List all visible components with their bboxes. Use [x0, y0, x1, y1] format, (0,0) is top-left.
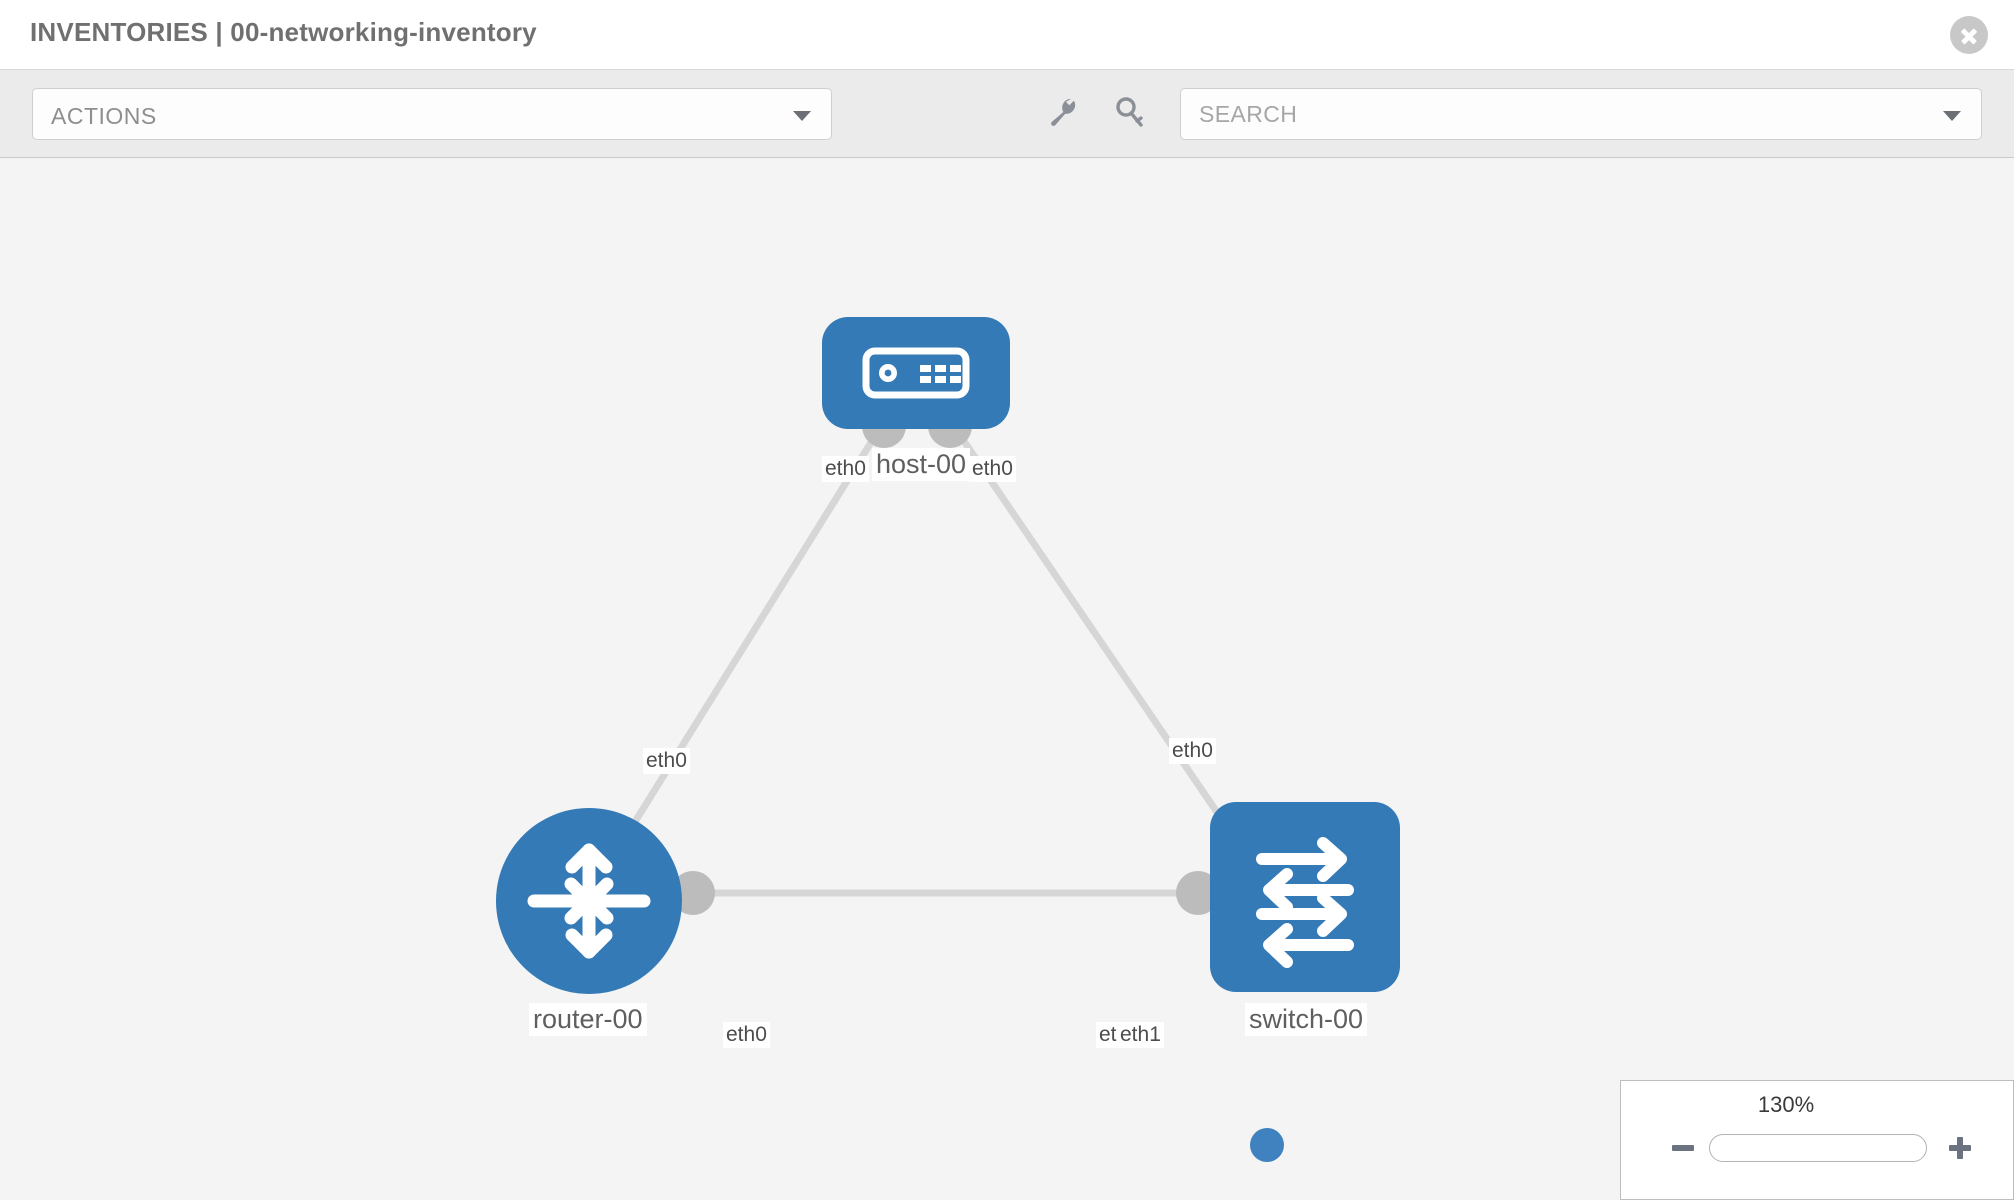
- zoom-slider-thumb[interactable]: [1250, 1128, 1284, 1162]
- node-label-switch: switch-00: [1245, 1003, 1368, 1036]
- endpoint-switch-eth1: [1176, 871, 1220, 915]
- link-host-router: [597, 426, 883, 880]
- wrench-icon[interactable]: [1044, 94, 1084, 134]
- page-title: INVENTORIES | 00-networking-inventory: [30, 17, 537, 47]
- zoom-level-label: 130%: [1757, 1092, 1815, 1117]
- edge-label-switch-eth0-up: eth0: [1169, 738, 1216, 764]
- zoom-slider[interactable]: [1709, 1134, 1927, 1162]
- page-header: INVENTORIES | 00-networking-inventory: [0, 0, 2014, 70]
- zoom-control-panel: 130%: [1620, 1080, 2014, 1200]
- topology-canvas[interactable]: host-00 router-00 switch-00 eth0 eth0 et…: [0, 158, 2014, 1200]
- server-appliance-icon: [862, 347, 970, 399]
- edge-label-switch-eth1: eth1: [1117, 1022, 1164, 1048]
- link-host-switch: [952, 426, 1258, 870]
- router-four-arrows-icon: [527, 843, 651, 959]
- node-router-00[interactable]: [496, 808, 682, 994]
- chevron-down-icon: [793, 111, 811, 121]
- minus-icon[interactable]: [1668, 1133, 1698, 1163]
- chevron-down-icon[interactable]: [1943, 111, 1961, 121]
- switch-arrows-icon: [1256, 837, 1354, 968]
- toolbar: ACTIONS: [0, 70, 2014, 158]
- close-icon[interactable]: [1950, 16, 1988, 54]
- actions-dropdown-label: ACTIONS: [51, 103, 157, 129]
- endpoint-router-eth0: [671, 871, 715, 915]
- search-input[interactable]: [1199, 89, 1899, 139]
- actions-dropdown[interactable]: ACTIONS: [32, 88, 832, 140]
- search-field-container[interactable]: [1180, 88, 1982, 140]
- node-host-00[interactable]: [822, 317, 1010, 429]
- node-switch-00[interactable]: [1210, 802, 1400, 992]
- node-label-router: router-00: [529, 1003, 647, 1036]
- edge-label-router-eth0-up: eth0: [643, 748, 690, 774]
- edge-label-host-eth0-left: eth0: [822, 456, 869, 482]
- node-label-host: host-00: [872, 448, 971, 481]
- key-icon[interactable]: [1110, 94, 1150, 134]
- edge-label-router-eth0: eth0: [723, 1022, 770, 1048]
- topology-links: [597, 404, 1258, 915]
- edge-label-host-eth0-right: eth0: [969, 456, 1016, 482]
- plus-icon[interactable]: [1945, 1133, 1975, 1163]
